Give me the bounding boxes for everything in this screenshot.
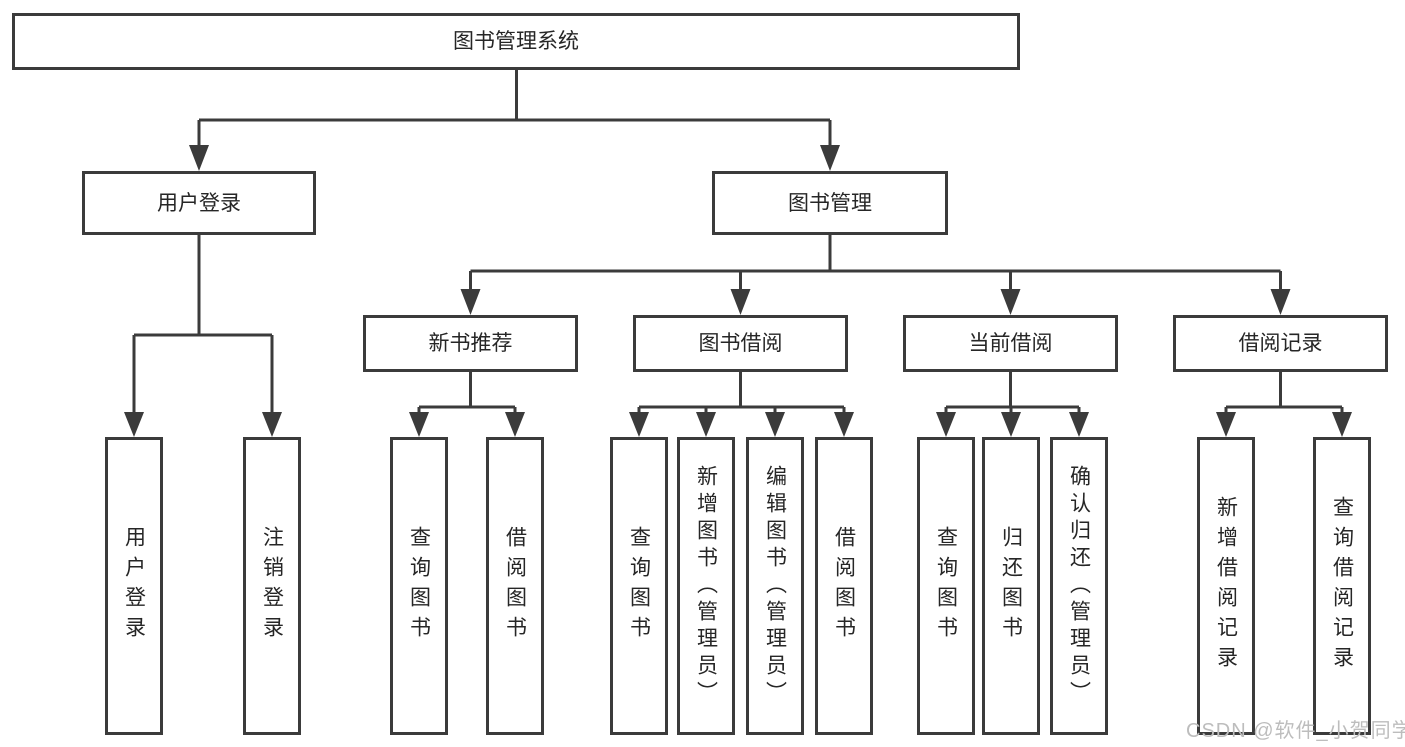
leaf-confirm-return-admin: 确认归还（管理员）	[1050, 437, 1108, 735]
node-book-borrowing: 图书借阅	[633, 315, 848, 372]
leaf-add-borrow-record: 新增借阅记录	[1197, 437, 1255, 735]
node-book-management: 图书管理	[712, 171, 948, 235]
node-user-login: 用户登录	[82, 171, 316, 235]
csdn-watermark: CSDN @软件_小贺同学	[1186, 720, 1405, 742]
node-new-book-recommendation: 新书推荐	[363, 315, 578, 372]
leaf-query-books-recommend: 查询图书	[390, 437, 448, 735]
leaf-edit-books-admin: 编辑图书（管理员）	[746, 437, 804, 735]
connector-arrowheads	[124, 145, 1352, 437]
leaf-user-login: 用户登录	[105, 437, 163, 735]
leaf-borrow-books-recommend: 借阅图书	[486, 437, 544, 735]
node-library-management-system: 图书管理系统	[12, 13, 1020, 70]
leaf-query-books-current: 查询图书	[917, 437, 975, 735]
node-current-borrowing: 当前借阅	[903, 315, 1118, 372]
connector-lines	[132, 69, 1344, 414]
leaf-return-books: 归还图书	[982, 437, 1040, 735]
leaf-add-books-admin: 新增图书（管理员）	[677, 437, 735, 735]
leaf-borrow-books: 借阅图书	[815, 437, 873, 735]
leaf-logout: 注销登录	[243, 437, 301, 735]
leaf-query-books-borrowing: 查询图书	[610, 437, 668, 735]
leaf-query-borrow-record: 查询借阅记录	[1313, 437, 1371, 735]
node-borrowing-records: 借阅记录	[1173, 315, 1388, 372]
